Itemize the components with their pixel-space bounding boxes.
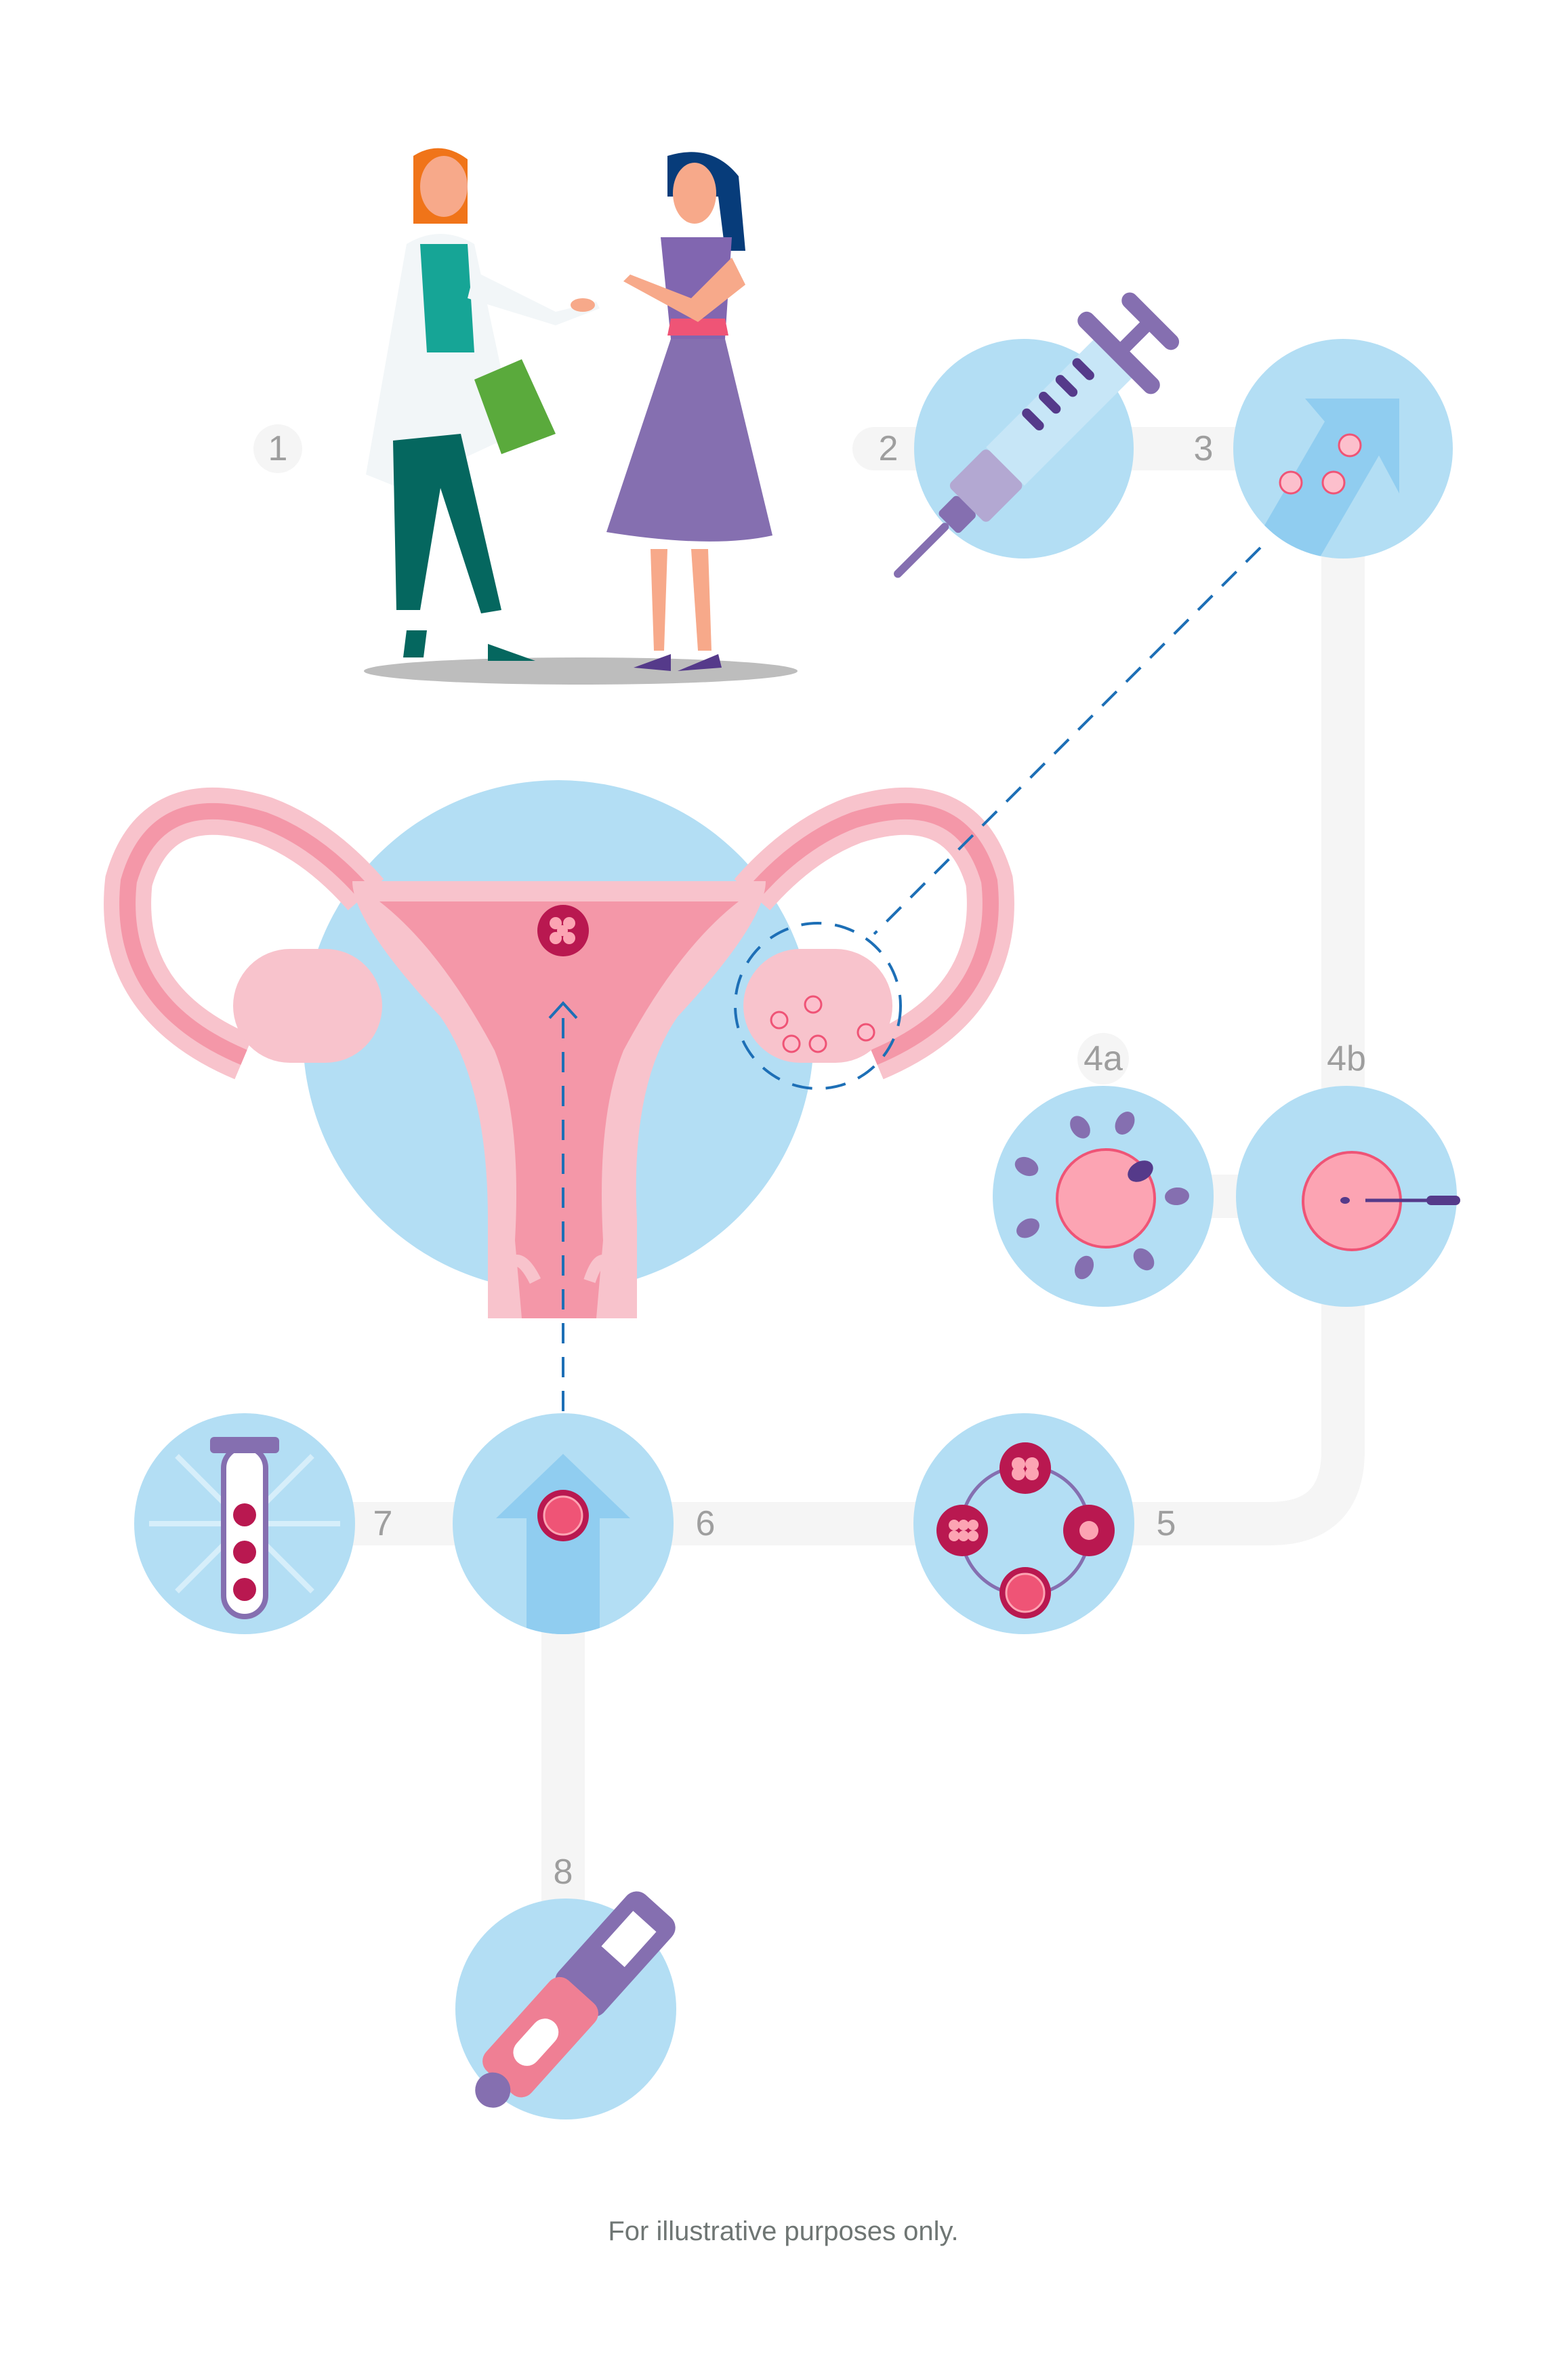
step-label-2: 2 xyxy=(879,429,899,468)
step-label-8: 8 xyxy=(554,1852,573,1892)
step-label-3: 3 xyxy=(1194,429,1214,468)
step-2-injection xyxy=(894,292,1180,578)
sperm-icons xyxy=(1014,1112,1189,1280)
embryo-in-uterus xyxy=(537,905,589,956)
pregnancy-test-icon xyxy=(475,1891,676,2108)
disclaimer-footer: For illustrative purposes only. xyxy=(608,2216,958,2246)
doctor-figure xyxy=(366,148,600,661)
step-label-6: 6 xyxy=(696,1504,716,1543)
step-4a-label-bg xyxy=(1077,1033,1129,1084)
step-label-4b: 4b xyxy=(1327,1039,1366,1078)
arrow-up-icon xyxy=(496,1454,630,1634)
left-ovary xyxy=(233,949,382,1063)
step-7-freezing xyxy=(134,1413,355,1634)
dashed-guides xyxy=(548,546,1262,1411)
sperm-icon xyxy=(1340,1197,1350,1204)
step-8-pregnancy-test xyxy=(455,1891,676,2119)
step-3-egg-growth xyxy=(1233,339,1453,559)
step-labels: 1 2 3 4a 4b 5 6 7 8 xyxy=(268,429,1366,1892)
uterus-illustration xyxy=(104,780,1014,1318)
step-label-1: 1 xyxy=(268,429,288,468)
doctor-patient-illustration xyxy=(364,148,798,685)
step-4b-icsi xyxy=(1236,1086,1460,1307)
step-4a-conventional-ivf xyxy=(993,1086,1214,1307)
step-5-embryo-development xyxy=(913,1413,1134,1634)
step-label-4a: 4a xyxy=(1084,1039,1123,1078)
step-1-label-bg xyxy=(253,424,302,473)
step-6-embryo-transfer xyxy=(453,1413,674,1634)
step-label-7: 7 xyxy=(373,1504,393,1543)
test-tube-icon xyxy=(210,1437,279,1619)
syringe-icon xyxy=(894,292,1180,578)
patient-figure xyxy=(606,152,772,671)
step-label-5: 5 xyxy=(1157,1504,1176,1543)
